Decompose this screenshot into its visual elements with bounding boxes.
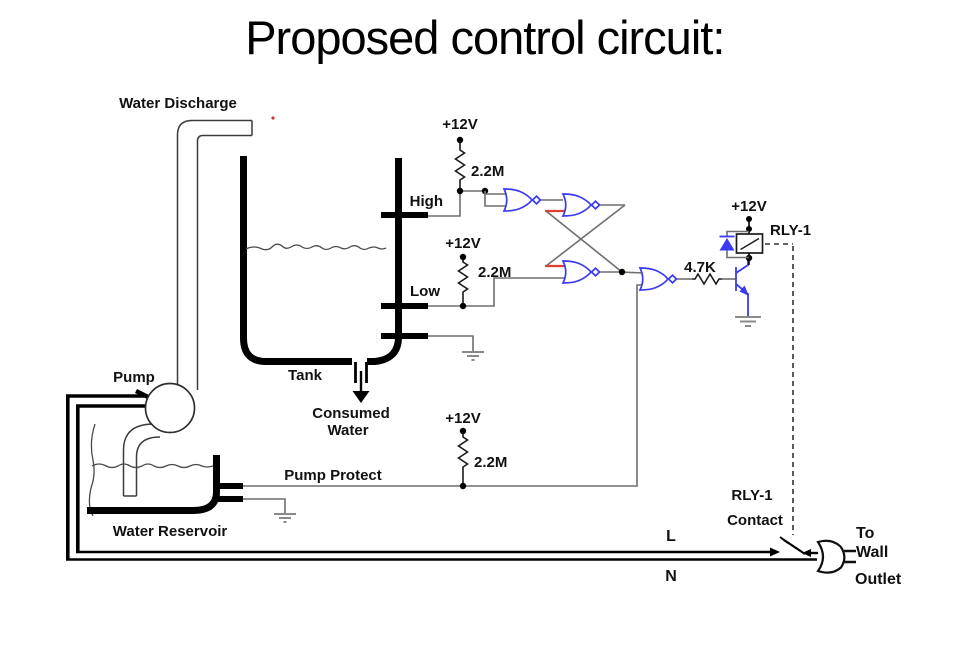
label-consumed-1: Consumed	[312, 405, 390, 422]
contact-right-arrow	[802, 549, 811, 557]
cross-feedback-2	[545, 210, 623, 273]
relay-coil	[735, 216, 764, 265]
resistor-2_2m-low	[457, 257, 469, 306]
label-supply-high: +12V	[442, 116, 477, 133]
contact-left-arrow	[770, 547, 780, 557]
stray-red-mark	[271, 116, 275, 120]
label-r-high: 2.2M	[471, 163, 504, 180]
pump-power-loop	[66, 388, 817, 561]
nor-gate-1	[502, 188, 542, 212]
high-sensor-network	[428, 136, 489, 217]
label-water-reservoir: Water Reservoir	[113, 523, 228, 540]
flyback-diode	[719, 230, 749, 259]
relay-contact-link	[765, 243, 794, 535]
transistor	[735, 258, 749, 316]
pump-protect-network	[243, 284, 644, 490]
resistor-4_7k	[692, 272, 722, 286]
nor-gate-2	[561, 193, 601, 217]
label-consumed-2: Water	[327, 422, 368, 439]
rly-contact-switch	[770, 536, 818, 557]
low-sensor-network	[428, 253, 567, 310]
label-relay-name: RLY-1	[770, 222, 811, 239]
label-tank: Tank	[288, 367, 323, 384]
label-outlet-1: To	[856, 525, 875, 542]
water-reservoir	[87, 423, 243, 517]
label-supply-pump: +12V	[445, 410, 480, 427]
latch-wiring	[484, 191, 692, 280]
label-line-n: N	[665, 568, 677, 585]
consumed-water-arrowhead	[352, 391, 370, 403]
water-discharge-pipe	[176, 116, 275, 392]
label-r-pump: 2.2M	[474, 454, 507, 471]
label-outlet-3: Outlet	[855, 571, 902, 588]
label-supply-low: +12V	[445, 235, 480, 252]
nor-gate-3	[561, 260, 601, 284]
pump-intake-pipe	[122, 423, 161, 497]
wall-plug	[816, 539, 856, 574]
emitter-arrow	[739, 285, 749, 296]
label-low: Low	[410, 283, 440, 300]
label-r-low: 2.2M	[478, 264, 511, 281]
cross-feedback-1	[545, 204, 626, 267]
tank-outlet	[354, 362, 368, 383]
label-relay-contact-2: Contact	[727, 512, 783, 529]
page-title: Proposed control circuit:	[245, 11, 725, 64]
transistor-ground	[735, 316, 761, 327]
label-line-l: L	[666, 528, 676, 545]
label-relay-contact-1: RLY-1	[731, 487, 772, 504]
pump-body	[144, 382, 196, 434]
label-pump-protect: Pump Protect	[284, 467, 382, 484]
label-outlet-2: Wall	[856, 544, 888, 561]
label-r-base: 4.7K	[684, 259, 716, 276]
label-high: High	[410, 193, 443, 210]
nor-gate-4	[638, 267, 678, 291]
tank-common-ground	[428, 335, 484, 361]
label-water-discharge: Water Discharge	[119, 95, 237, 112]
resistor-2_2m-high	[454, 140, 466, 191]
base-resistor	[692, 272, 736, 286]
reservoir-ground	[243, 498, 296, 523]
label-pump: Pump	[113, 369, 155, 386]
resistor-2_2m-pump	[457, 431, 469, 486]
tank	[240, 156, 428, 403]
label-supply-relay: +12V	[731, 198, 766, 215]
